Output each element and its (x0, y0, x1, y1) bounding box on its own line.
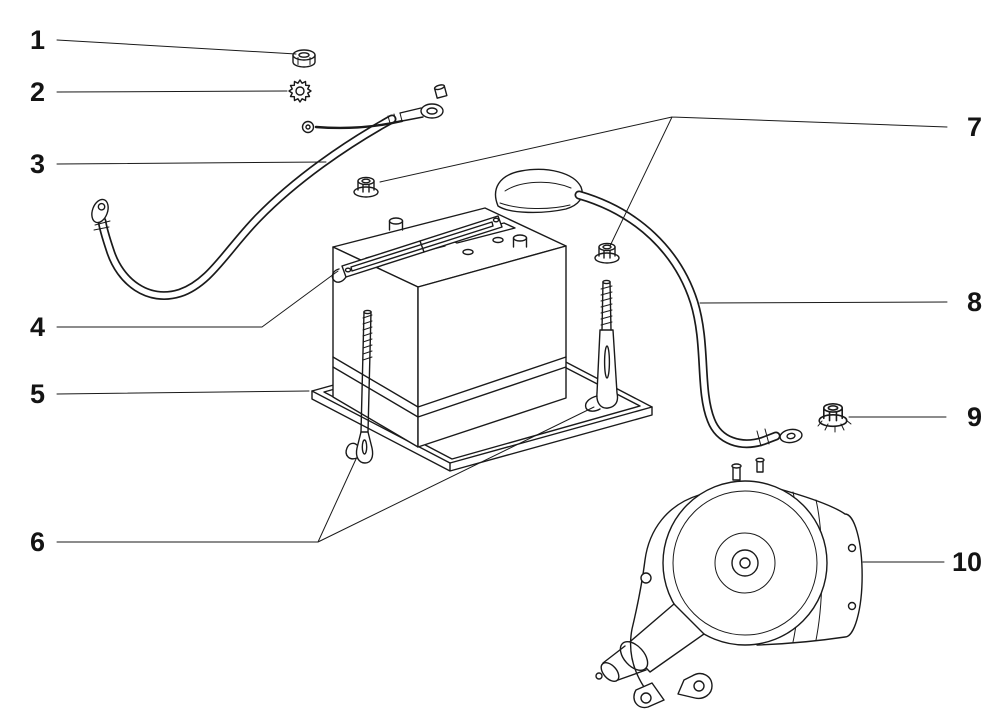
leader-line-4 (56, 270, 339, 328)
lock-washer (288, 79, 312, 103)
serrated-flange-nut (817, 403, 852, 433)
cable-lug (779, 428, 803, 444)
battery-terminal-post (512, 234, 528, 248)
cable-lug (91, 198, 109, 224)
callout-3-label: 3 (30, 149, 45, 179)
leader-line-6 (56, 406, 595, 543)
battery-terminal-post (388, 217, 404, 231)
positive-battery-cable (494, 168, 803, 449)
starter-stud (731, 463, 742, 481)
battery (332, 207, 567, 448)
callout-1-label: 1 (30, 25, 45, 55)
hold-down-bolt-left (345, 309, 374, 464)
battery-hold-down-frame (331, 215, 503, 283)
leader-line-5 (56, 390, 310, 395)
callout-10-label: 10 (952, 547, 982, 577)
negative-battery-cable (91, 84, 448, 300)
leader-lines (56, 39, 948, 563)
hold-down-bolt-right (584, 279, 619, 412)
callout-4-label: 4 (30, 312, 45, 342)
callout-9-label: 9 (967, 402, 982, 432)
terminal-clamp (387, 84, 448, 124)
callout-labels: 1 2 3 4 5 6 7 8 9 10 (30, 25, 982, 577)
ground-strap-lug (301, 120, 315, 134)
terminal-nut (292, 49, 316, 68)
leader-line-1 (56, 39, 297, 55)
starter-stud (755, 457, 765, 473)
callout-8-label: 8 (967, 287, 982, 317)
starter-motor (595, 457, 863, 709)
callout-6-label: 6 (30, 527, 45, 557)
leader-line-7 (379, 116, 948, 247)
flange-nut-right (594, 242, 620, 264)
leader-line-3 (56, 161, 327, 165)
callout-2-label: 2 (30, 77, 45, 107)
leader-line-8 (699, 301, 948, 304)
leader-line-2 (56, 90, 288, 93)
flange-nut-left (353, 176, 379, 198)
callout-5-label: 5 (30, 379, 45, 409)
callout-7-label: 7 (967, 112, 982, 142)
